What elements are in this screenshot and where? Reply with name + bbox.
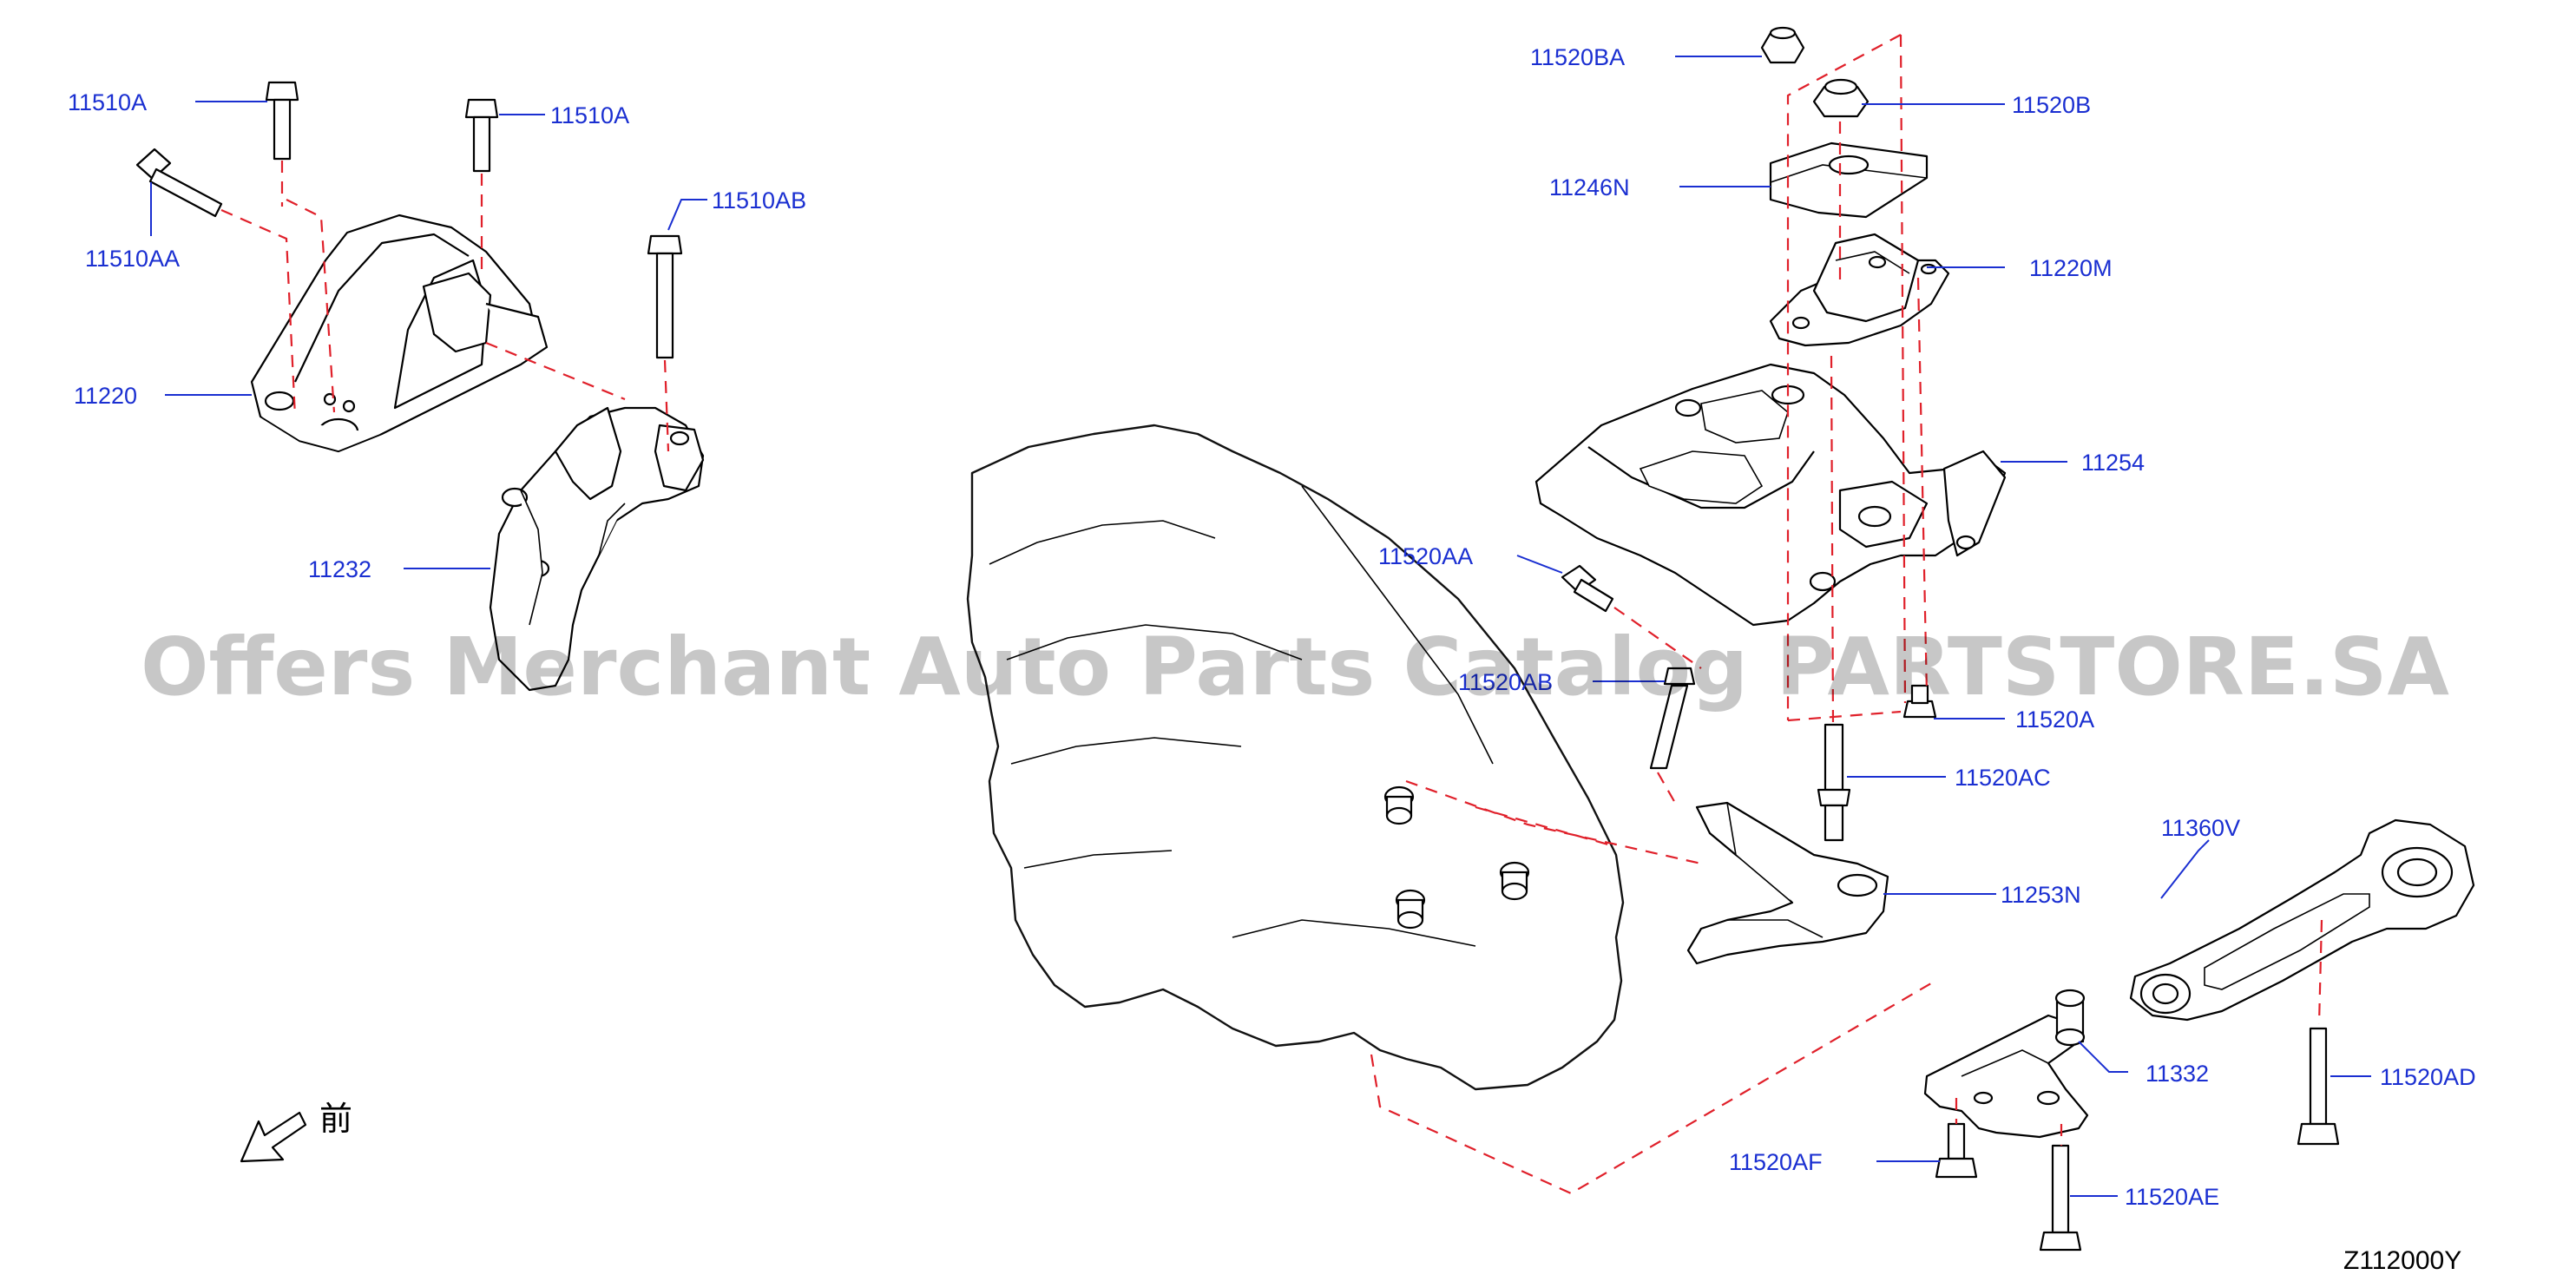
callout-11332: 11332 — [2146, 1061, 2209, 1087]
left-engine-mount-assembly — [135, 81, 705, 692]
diagram-code: Z112000Y — [2343, 1246, 2461, 1275]
callout-11254: 11254 — [2081, 450, 2145, 476]
bolt-11520AD — [2297, 1027, 2340, 1146]
torque-rod-11360V — [2129, 818, 2475, 1022]
callout-11520BA: 11520BA — [1530, 44, 1625, 70]
callout-11232: 11232 — [308, 556, 371, 582]
mount-bracket-11254 — [1534, 363, 2007, 627]
stud-11520AC — [1817, 723, 1851, 842]
bolt-11520AF — [1935, 1122, 1978, 1179]
callout-11246N: 11246N — [1549, 174, 1630, 200]
callout-11510A-left: 11510A — [68, 89, 147, 115]
callout-11520AF: 11520AF — [1729, 1149, 1823, 1175]
front-direction-indicator: 前 — [240, 1100, 352, 1163]
bolt-11510AA — [135, 148, 223, 218]
bolt-11520AA — [1561, 564, 1614, 613]
callout-11520AC: 11520AC — [1955, 765, 2051, 791]
bolt-11520AB — [1649, 667, 1696, 770]
callout-11520A: 11520A — [2015, 706, 2094, 733]
callout-11510AA: 11510AA — [85, 246, 180, 272]
callout-11520B: 11520B — [2012, 92, 2091, 118]
bolt-11510AB — [647, 234, 683, 359]
callout-11510AB: 11510AB — [712, 187, 806, 214]
nut-11520BA — [1760, 26, 1805, 64]
stopper-plate-11246N — [1769, 141, 1929, 219]
engine-mount-insulator-11220 — [250, 214, 549, 453]
front-arrow-icon — [240, 1111, 307, 1163]
front-label: 前 — [319, 1100, 352, 1138]
engine-outline — [966, 424, 1625, 1091]
bolt-11520AE — [2039, 1144, 2082, 1252]
leader-lines — [150, 56, 2371, 1197]
engine-mount-bracket-11232 — [489, 406, 705, 692]
callout-11360V: 11360V — [2161, 815, 2240, 841]
callout-11520AA: 11520AA — [1378, 543, 1473, 569]
callout-11510A-right: 11510A — [550, 102, 629, 128]
bracket-11332 — [1923, 989, 2089, 1139]
right-upper-mount-assembly — [1405, 26, 2007, 965]
bolt-11520A — [1902, 684, 1937, 719]
right-lower-mount-assembly — [1370, 818, 2475, 1252]
mount-bracket-11253N — [1686, 801, 1889, 965]
callout-labels: 11510A 11510A 11510AA 11510AB 11220 1123… — [68, 44, 2476, 1210]
watermark-text: Offers Merchant Auto Parts Catalog PARTS… — [141, 621, 2449, 713]
callout-11520AB: 11520AB — [1458, 669, 1553, 695]
bolt-11510A-right — [464, 98, 499, 173]
bolt-11510A-left — [265, 81, 299, 161]
nut-11520B — [1812, 78, 1870, 118]
callout-11253N: 11253N — [2001, 882, 2081, 908]
callout-11220: 11220 — [74, 383, 137, 409]
insulator-11220M — [1769, 233, 1950, 347]
callout-11520AE: 11520AE — [2125, 1184, 2219, 1210]
callout-11220M: 11220M — [2029, 255, 2113, 281]
callout-11520AD: 11520AD — [2380, 1064, 2476, 1090]
